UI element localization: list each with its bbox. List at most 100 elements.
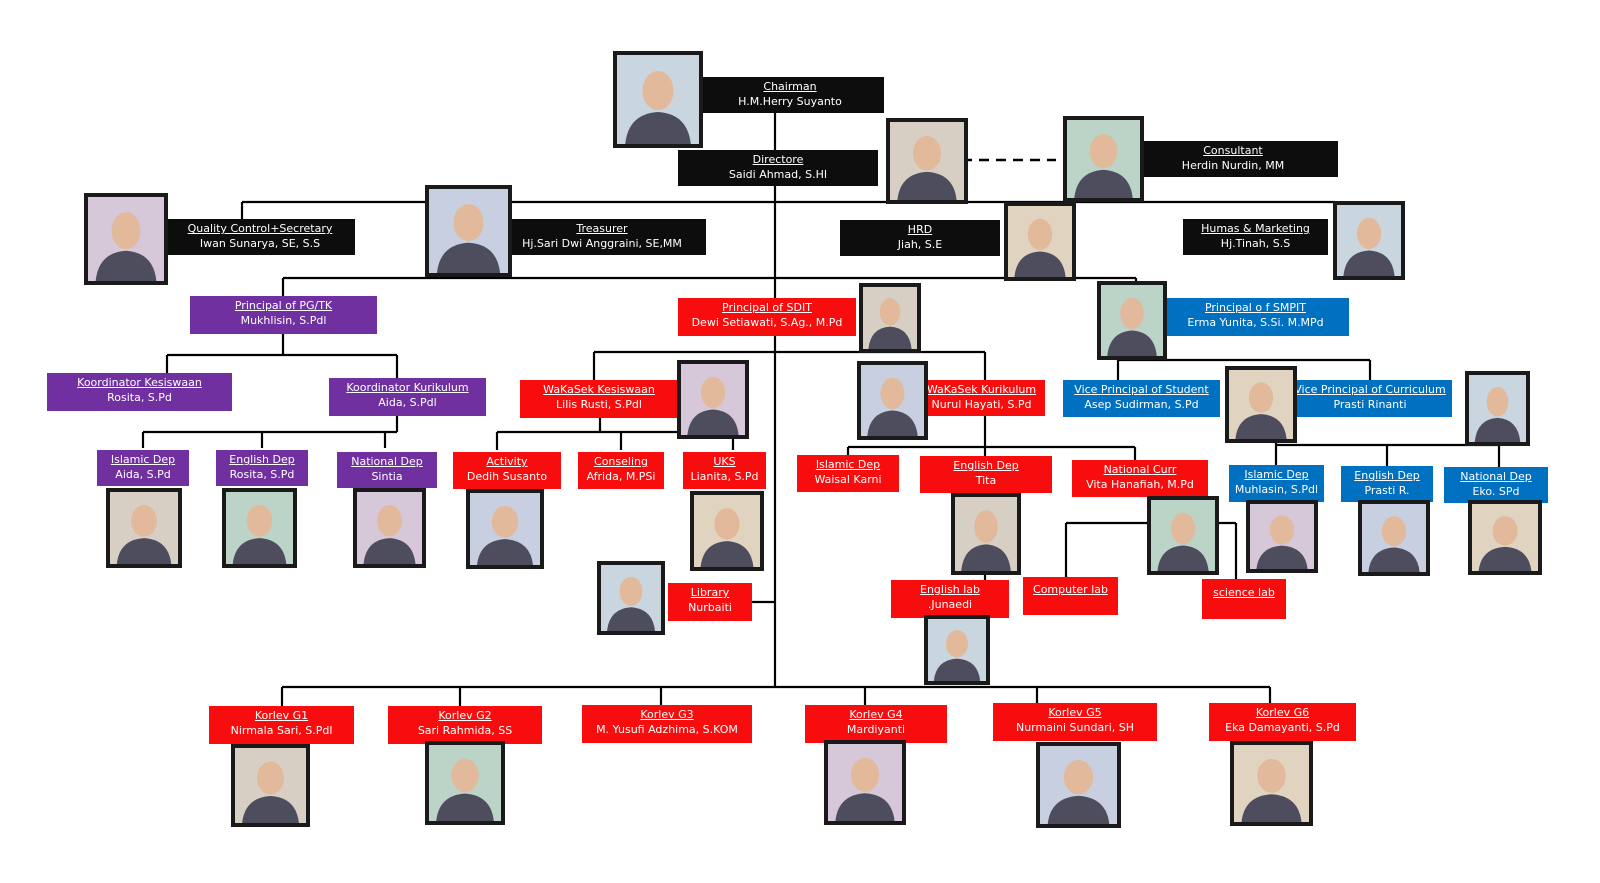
library-photo (597, 561, 665, 635)
smp-english-photo (1358, 500, 1430, 576)
vp-student-name: Asep Sudirman, S.Pd (1084, 398, 1199, 411)
pg-islamic-name: Aida, S.Pd (115, 468, 171, 481)
library-title: Library (690, 586, 730, 599)
korlev-g3-name: M. Yusufi Adzhima, S.KOM (596, 723, 738, 736)
humas-photo (1333, 201, 1405, 280)
smpit-title: Principal o f SMPIT (1204, 301, 1307, 314)
hrd-title: HRD (907, 223, 933, 236)
pg-national-name: Sintia (371, 470, 403, 483)
koord-kesiswaan-name: Rosita, S.Pd (107, 391, 172, 404)
koord-kurikulum-name: Aida, S.Pdl (378, 396, 437, 409)
treasurer-title: Treasurer (576, 222, 628, 235)
smpit-name: Erma Yunita, S.Si. M.MPd (1187, 316, 1324, 329)
uks-name: Lianita, S.Pd (690, 470, 759, 483)
sdit-photo (859, 283, 921, 353)
portrait-icon (110, 492, 178, 564)
portrait-icon (357, 492, 422, 564)
english-lab-title: English lab (920, 583, 980, 596)
library-name: Nurbaiti (688, 601, 732, 614)
korlev-g1-photo (231, 744, 310, 827)
wakasek-kesiswaan-title: WaKaSek Kesiswaan (543, 383, 655, 396)
conseling-title: Conseling (594, 455, 648, 468)
smp-national-name: Eko. SPd (1472, 485, 1520, 498)
uks-box: UKS Lianita, S.Pd (683, 452, 766, 489)
korlev-g6-title: Korlev G6 (1255, 706, 1310, 719)
sdit-title: Principal of SDIT (722, 301, 812, 314)
portrait-icon (601, 565, 661, 631)
portrait-icon (617, 55, 699, 144)
korlev-g6-name: Eka Damayanti, S.Pd (1225, 721, 1340, 734)
wakasek-kurikulum-title: WaKaSek Kurikulum (926, 383, 1037, 396)
smp-islamic-photo (1246, 500, 1318, 573)
korlev-g4-title: Korlev G4 (849, 708, 903, 721)
computer-lab-title: Computer lab (1033, 583, 1108, 596)
pgtk-title: Principal of PG/TK (234, 299, 333, 312)
portrait-icon (1067, 120, 1140, 198)
chairman-photo (613, 51, 703, 148)
portrait-icon (429, 745, 501, 821)
korlev-g1-name: Nirmala Sari, S.Pdl (230, 724, 333, 737)
conseling-name: Afrida, M.PSi (586, 470, 656, 483)
vp-curriculum-title: Vice Principal of Curriculum (1294, 383, 1446, 396)
vp-curriculum-photo (1465, 371, 1530, 446)
korlev-g6-photo (1230, 741, 1313, 826)
korlev-g6-box: Korlev G6 Eka Damayanti, S.Pd (1209, 703, 1356, 741)
qc-title: Quality Control+Secretary (187, 222, 333, 235)
korlev-g4-photo (824, 740, 906, 825)
consultant-name: Herdin Nurdin, MM (1181, 159, 1285, 172)
portrait-icon (681, 364, 745, 435)
sd-islamic-name: Waisal Karni (814, 473, 882, 486)
sd-english-title: English Dep (953, 459, 1019, 472)
pg-national-title: National Dep (351, 455, 423, 468)
activity-title: Activity (486, 455, 528, 468)
pg-islamic-title: Islamic Dep (110, 453, 176, 466)
portrait-icon (1151, 500, 1215, 571)
pg-english-photo (222, 488, 297, 568)
humas-name: Hj.Tinah, S.S (1220, 237, 1291, 250)
humas-title: Humas & Marketing (1201, 222, 1310, 235)
pg-national-photo (353, 488, 426, 568)
koord-kurikulum-title: Koordinator Kurikulum (346, 381, 469, 394)
vp-student-title: Vice Principal of Student (1074, 383, 1209, 396)
portrait-icon (88, 197, 164, 281)
smp-islamic-name: Muhlasin, S.Pdl (1234, 483, 1319, 496)
english-lab-photo (924, 615, 990, 685)
portrait-icon (429, 189, 508, 273)
portrait-icon (1040, 746, 1117, 824)
uks-title: UKS (713, 455, 736, 468)
vp-student-photo (1225, 366, 1297, 443)
treasurer-photo (425, 185, 512, 277)
national-curr-photo (1147, 496, 1219, 575)
portrait-icon (890, 122, 964, 200)
activity-photo (466, 489, 544, 569)
koord-kesiswaan-title: Koordinator Kesiswaan (77, 376, 202, 389)
sd-english-name: Tita (975, 474, 997, 487)
portrait-icon (1229, 370, 1293, 439)
sdit-name: Dewi Setiawati, S.Ag., M.Pd (691, 316, 843, 329)
portrait-icon (226, 492, 293, 564)
directore-name: Saidi Ahmad, S.HI (728, 168, 828, 181)
directore-title: Directore (752, 153, 804, 166)
vp-curriculum-name: Prasti Rinanti (1333, 398, 1407, 411)
